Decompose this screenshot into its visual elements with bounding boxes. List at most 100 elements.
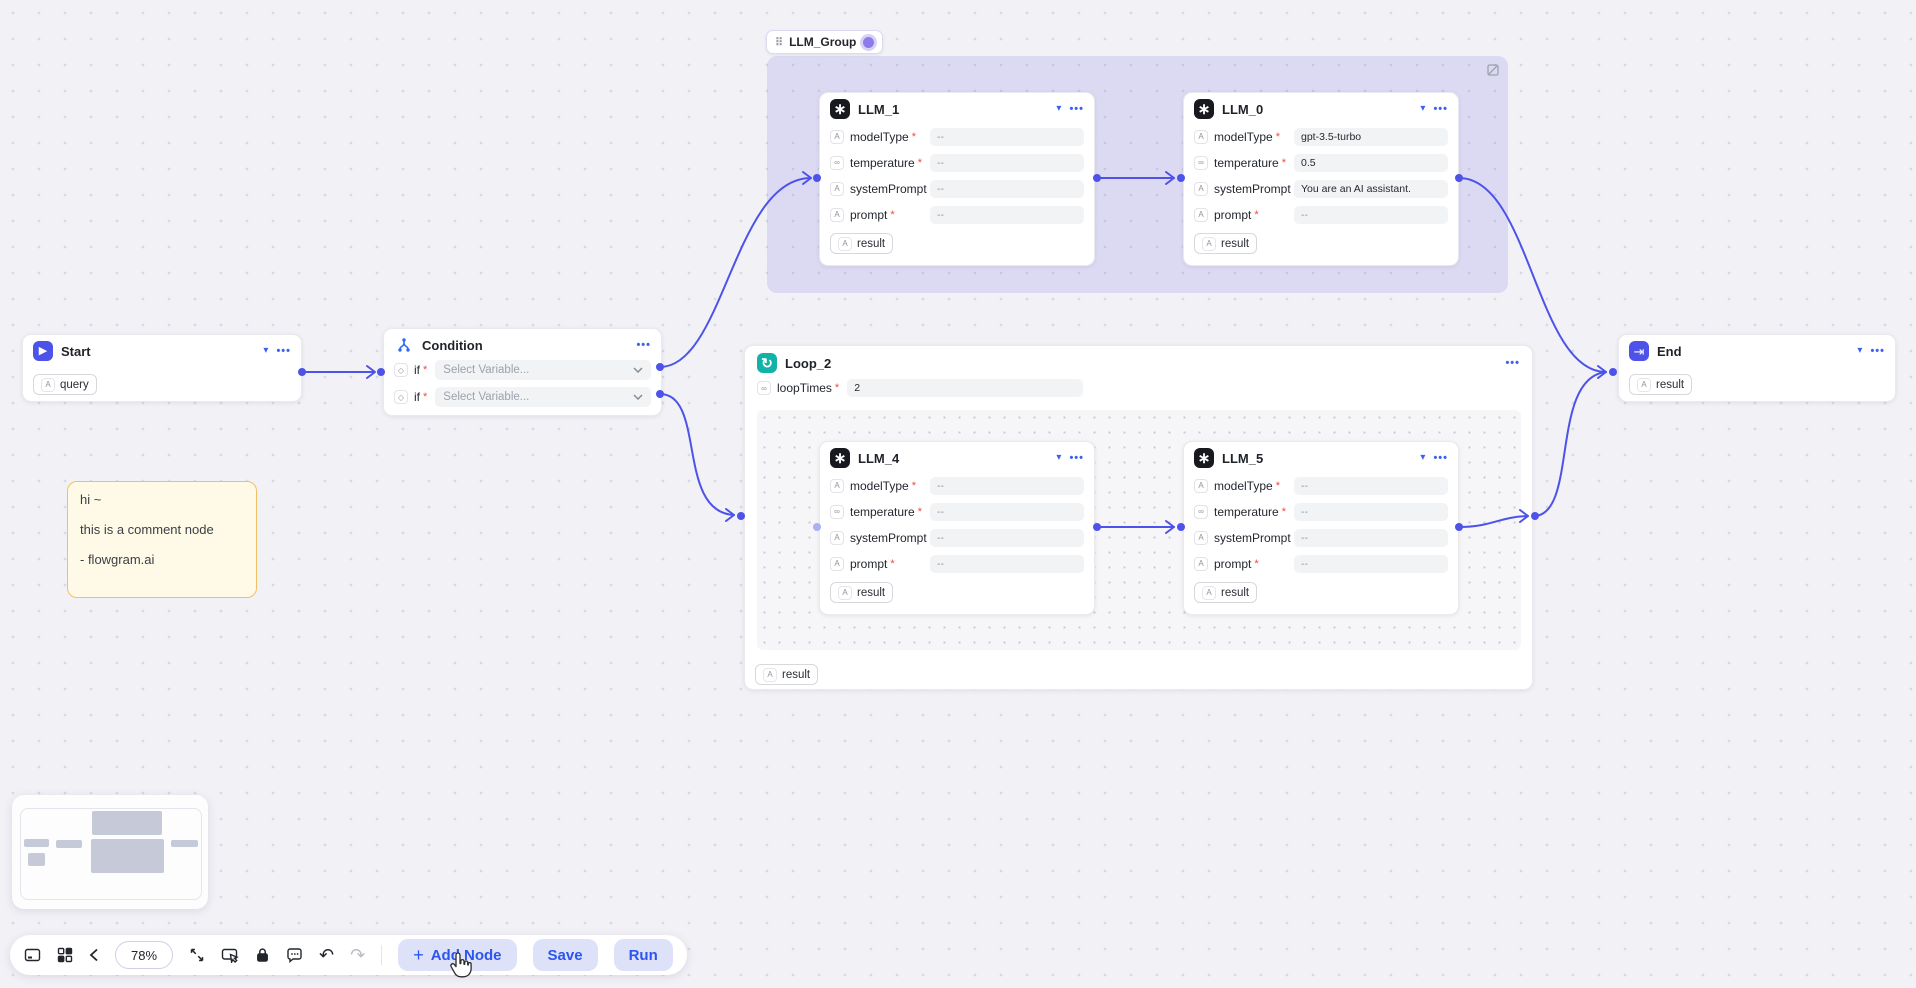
looptimes-input[interactable]: 2 [847,379,1084,397]
required-marker: * [834,382,840,394]
chevron-down-icon [633,394,643,400]
string-type-icon: A [830,181,844,196]
string-type-icon: A [1637,377,1651,392]
systemprompt-input[interactable]: -- [930,528,1084,547]
more-menu-icon[interactable]: ••• [636,338,651,351]
number-type-icon: ∞ [830,155,844,170]
llm-node-icon: ∗ [830,99,850,119]
string-type-icon: A [1194,181,1208,196]
node-title: Start [61,343,91,359]
comment-tool-icon[interactable] [286,947,303,963]
required-marker: * [423,364,428,376]
mouse-mode-icon[interactable] [221,947,239,963]
required-marker: * [423,391,428,403]
collapse-icon[interactable]: ▾ [1056,452,1062,463]
string-type-icon: A [1194,478,1208,493]
add-node-button[interactable]: + Add Node [398,939,517,971]
prompt-input[interactable]: -- [1294,205,1448,224]
prompt-input[interactable]: -- [930,205,1084,224]
group-color-dot[interactable] [863,36,875,48]
temperature-input[interactable]: 0.5 [1294,153,1448,172]
drag-handle-icon[interactable]: ⠿ [775,36,783,49]
collapse-icon[interactable]: ▾ [1420,103,1426,114]
comment-node[interactable]: hi ~ this is a comment node - flowgram.a… [67,481,257,598]
prompt-input[interactable]: -- [1294,554,1448,573]
string-type-icon: A [1202,585,1216,600]
more-menu-icon[interactable]: ••• [276,344,291,357]
string-type-icon: A [1194,530,1208,545]
edge-condition-to-loop [659,393,735,516]
fit-view-icon[interactable] [189,947,205,963]
grid-view-icon[interactable] [57,947,73,963]
collapse-icon[interactable]: ▾ [1056,103,1062,114]
zoom-level-input[interactable]: 78% [115,941,173,969]
more-menu-icon[interactable]: ••• [1870,344,1885,357]
temperature-input[interactable]: -- [1294,502,1448,521]
temperature-input[interactable]: -- [930,502,1084,521]
start-node-icon: ▶ [33,341,53,361]
modeltype-input[interactable]: gpt-3.5-turbo [1294,127,1448,146]
node-end[interactable]: ⇥ End ▾ ••• A result [1618,334,1896,402]
port-end-in [1609,368,1617,376]
comment-line: - flowgram.ai [80,552,155,567]
loop-node-icon: ↻ [757,353,777,373]
run-button[interactable]: Run [613,939,673,971]
collapse-icon[interactable]: ▾ [1857,345,1863,356]
modeltype-input[interactable]: -- [930,127,1084,146]
systemprompt-input[interactable]: You are an AI assistant. [1294,179,1448,198]
node-condition[interactable]: Condition ••• ◇ if * Select Variable... … [383,328,662,416]
more-menu-icon[interactable]: ••• [1069,451,1084,464]
node-title: Loop_2 [785,355,832,371]
string-type-icon: A [1194,129,1208,144]
input-variable-tag: A result [1629,374,1693,395]
edge-loop-to-end [1534,371,1607,517]
minimap-toggle-icon[interactable] [24,947,41,963]
collapse-toolbar-icon[interactable] [89,948,99,962]
node-start[interactable]: ▶ Start ▾ ••• A query [22,334,302,402]
variable-select[interactable]: Select Variable... [435,387,651,407]
ungroup-icon[interactable] [1486,63,1500,82]
prompt-input[interactable]: -- [930,554,1084,573]
systemprompt-input[interactable]: -- [930,179,1084,198]
temperature-input[interactable]: -- [930,153,1084,172]
minimap-block-comment [28,853,45,866]
modeltype-input[interactable]: -- [930,476,1084,495]
number-type-icon: ∞ [830,504,844,519]
more-menu-icon[interactable]: ••• [1069,102,1084,115]
loop-result-tag: A result [755,664,819,685]
minimap[interactable] [12,795,208,909]
node-title: LLM_5 [1222,450,1264,466]
save-button[interactable]: Save [532,939,598,971]
number-type-icon: ∞ [757,381,771,395]
more-menu-icon[interactable]: ••• [1433,102,1448,115]
string-type-icon: A [1202,236,1216,251]
variable-select[interactable]: Select Variable... [435,360,651,380]
arrowhead [725,508,735,522]
string-type-icon: A [1194,556,1208,571]
group-header[interactable]: ⠿ LLM_Group [766,30,884,54]
systemprompt-input[interactable]: -- [1294,528,1448,547]
minimap-block-condition [56,840,82,848]
minimap-block-end [171,840,198,847]
more-menu-icon[interactable]: ••• [1505,356,1520,369]
end-node-icon: ⇥ [1629,341,1649,361]
collapse-icon[interactable]: ▾ [263,345,269,356]
lock-icon[interactable] [255,947,270,963]
modeltype-input[interactable]: -- [1294,476,1448,495]
collapse-icon[interactable]: ▾ [1420,452,1426,463]
string-type-icon: A [830,129,844,144]
string-type-icon: A [830,478,844,493]
string-type-icon: A [830,207,844,222]
toolbar-divider [381,945,383,965]
undo-icon[interactable]: ↶ [319,945,335,965]
more-menu-icon[interactable]: ••• [1433,451,1448,464]
field-label: loopTimes [777,381,832,395]
redo-icon[interactable]: ↷ [350,945,366,965]
